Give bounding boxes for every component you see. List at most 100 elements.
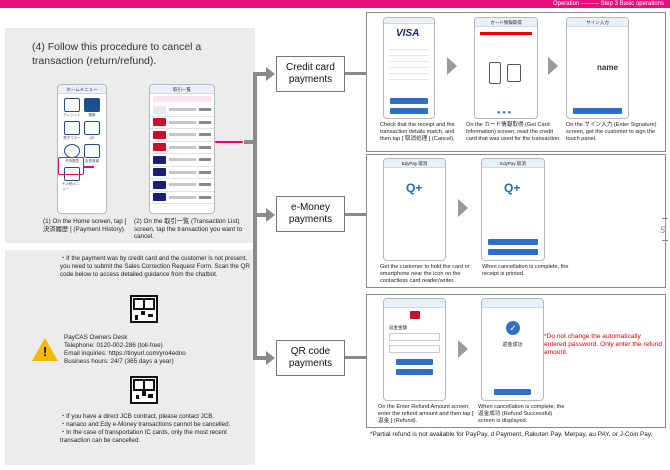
credit-caption-2: On the カード情報取得 (Get Card Information) sc… bbox=[466, 122, 561, 142]
desk-telephone: Telephone: 0120-002-286 (toll-free) bbox=[64, 342, 163, 349]
emoney-caption-1: Get the customer to hold the card or sma… bbox=[380, 264, 470, 284]
emoney-hold-screen: EdyPay 取消 Q+ bbox=[383, 158, 446, 261]
transaction-row[interactable] bbox=[150, 154, 214, 167]
nanaco-edy-note: ・nanaco and Edy e-Money transactions can… bbox=[60, 421, 231, 428]
highlight-connector bbox=[84, 166, 94, 168]
selected-row-connector bbox=[215, 141, 243, 143]
desk-email: Email inquiries: https://tinyurl.com/yro… bbox=[64, 350, 186, 357]
desk-qr-code[interactable] bbox=[130, 376, 158, 404]
credit-card-label: Credit card payments bbox=[276, 56, 345, 92]
emoney-screen-title: EdyPay 取消 bbox=[384, 159, 445, 168]
emoney-menu-item: 電子マネー bbox=[62, 121, 82, 141]
cancel-process-button[interactable] bbox=[390, 98, 428, 104]
step1-caption: (1) On the Home screen, tap [ 決済履歴 ] (Pa… bbox=[43, 218, 127, 233]
chatbot-qr-code[interactable] bbox=[130, 295, 158, 323]
refund-amount-input[interactable] bbox=[389, 333, 440, 341]
edy-logo: Q+ bbox=[406, 181, 423, 195]
merchant-logo bbox=[410, 311, 420, 319]
refund-amount-screen: 返金金額 bbox=[383, 298, 446, 401]
credit-menu-item: クレジット bbox=[62, 98, 82, 118]
signature-screen: サイン入力 name bbox=[566, 17, 629, 119]
page-number: 5 bbox=[660, 225, 666, 235]
sign-title: サイン入力 bbox=[567, 18, 628, 27]
breadcrumb: Operation ——— Step 3 Basic operations bbox=[552, 1, 664, 7]
signature-sample: name bbox=[597, 63, 618, 72]
member-icon bbox=[84, 144, 100, 158]
connector-from-list bbox=[244, 140, 254, 144]
arrow-credit bbox=[266, 67, 275, 81]
home-screen-mockup: ホームメニュー クレジット 銀聯 電子マネー QR 決済履歴 会員情報 その他メ… bbox=[57, 84, 107, 214]
emoney-label: e-Money payments bbox=[276, 196, 345, 232]
card-info-title: カード情報取得 bbox=[475, 18, 537, 27]
history-icon bbox=[64, 144, 80, 158]
step2-caption: (2) On the 取引一覧 (Transaction List) scree… bbox=[134, 218, 243, 241]
password-input[interactable] bbox=[389, 345, 440, 353]
card-read-screen: カード情報取得 ● ● ● bbox=[474, 17, 538, 119]
qr-icon bbox=[84, 121, 100, 135]
qr-menu-item: QR bbox=[82, 121, 102, 141]
emoney-complete-title: EdyPay 取消 bbox=[482, 159, 544, 168]
desk-name: PayCAS Owners Desk bbox=[64, 334, 128, 341]
finish-button[interactable] bbox=[494, 389, 531, 395]
emoney-icon bbox=[64, 121, 80, 135]
list-notice bbox=[153, 96, 211, 102]
refund-screen-title: 返金金額 bbox=[389, 325, 407, 330]
flow-arrow bbox=[458, 199, 468, 217]
emoney-caption-2: When cancellation is complete, the recei… bbox=[482, 264, 569, 277]
card-icon bbox=[64, 98, 80, 112]
header-bar: Operation ——— Step 3 Basic operations bbox=[0, 0, 670, 8]
restriction-notes: ・If you have a direct JCB contract, plea… bbox=[60, 413, 252, 445]
transaction-row[interactable] bbox=[150, 117, 214, 129]
correction-note: ・If the payment was by credit card and t… bbox=[60, 255, 250, 278]
transaction-list-mockup: 取引一覧 bbox=[149, 84, 215, 214]
history-highlight bbox=[58, 157, 84, 175]
transaction-row[interactable] bbox=[150, 192, 214, 204]
cards-icon bbox=[84, 98, 100, 112]
card-reader-illustration bbox=[489, 62, 501, 84]
transaction-row[interactable] bbox=[150, 167, 214, 179]
transaction-row[interactable] bbox=[150, 179, 214, 192]
qr-code-label: QR code payments bbox=[276, 340, 345, 376]
edy-logo: Q+ bbox=[504, 181, 521, 195]
print-button[interactable] bbox=[390, 108, 428, 114]
visa-logo: VISA bbox=[396, 28, 420, 39]
connector-qr bbox=[253, 356, 267, 360]
back-button[interactable] bbox=[396, 369, 433, 375]
check-icon: ✓ bbox=[506, 321, 520, 335]
arrow-qr bbox=[266, 351, 275, 365]
transaction-row[interactable] bbox=[150, 142, 214, 154]
confirm-signature-button[interactable] bbox=[573, 108, 622, 114]
connector-credit bbox=[253, 72, 267, 76]
member-menu-item: 会員情報 bbox=[82, 144, 102, 164]
partial-refund-footnote: *Partial refund is not available for Pay… bbox=[370, 431, 653, 438]
refund-button[interactable] bbox=[396, 359, 433, 365]
link-emoney-panel bbox=[345, 213, 366, 216]
receipt-button[interactable] bbox=[488, 239, 538, 245]
section-title: (4) Follow this procedure to cancel a tr… bbox=[32, 41, 202, 67]
flow-arrow bbox=[458, 340, 468, 358]
flow-arrow bbox=[548, 57, 558, 75]
password-warning: *Do not change the automatically entered… bbox=[544, 333, 663, 356]
transaction-row[interactable] bbox=[150, 104, 214, 117]
unionpay-menu-item: 銀聯 bbox=[82, 98, 102, 118]
transaction-row[interactable] bbox=[150, 129, 214, 142]
connector-emoney bbox=[253, 213, 267, 217]
jcb-note: ・If you have a direct JCB contract, plea… bbox=[60, 413, 215, 420]
credit-confirm-screen: VISA bbox=[383, 17, 435, 119]
refund-success-text: 返金成功 bbox=[502, 342, 523, 348]
link-credit-panel bbox=[345, 72, 366, 75]
owners-desk-info: PayCAS Owners Desk Telephone: 0120-002-2… bbox=[64, 334, 186, 366]
arrow-emoney bbox=[266, 208, 275, 222]
qr-caption-1: On the Enter Refund Amount screen, enter… bbox=[378, 404, 474, 424]
link-qr-panel bbox=[345, 356, 366, 359]
ic-card-note: ・In the case of transportation IC cards,… bbox=[60, 429, 227, 444]
desk-hours: Business hours: 24/7 (365 days a year) bbox=[64, 358, 174, 365]
credit-caption-1: Check that the receipt and the transacti… bbox=[380, 122, 455, 142]
emoney-complete-screen: EdyPay 取消 Q+ bbox=[481, 158, 545, 261]
done-button[interactable] bbox=[488, 249, 538, 255]
warning-icon bbox=[32, 338, 58, 361]
flow-arrow bbox=[447, 57, 457, 75]
credit-caption-3: On the サイン入力 (Enter Signature) screen, g… bbox=[566, 122, 657, 142]
home-screen-title: ホームメニュー bbox=[58, 85, 106, 94]
